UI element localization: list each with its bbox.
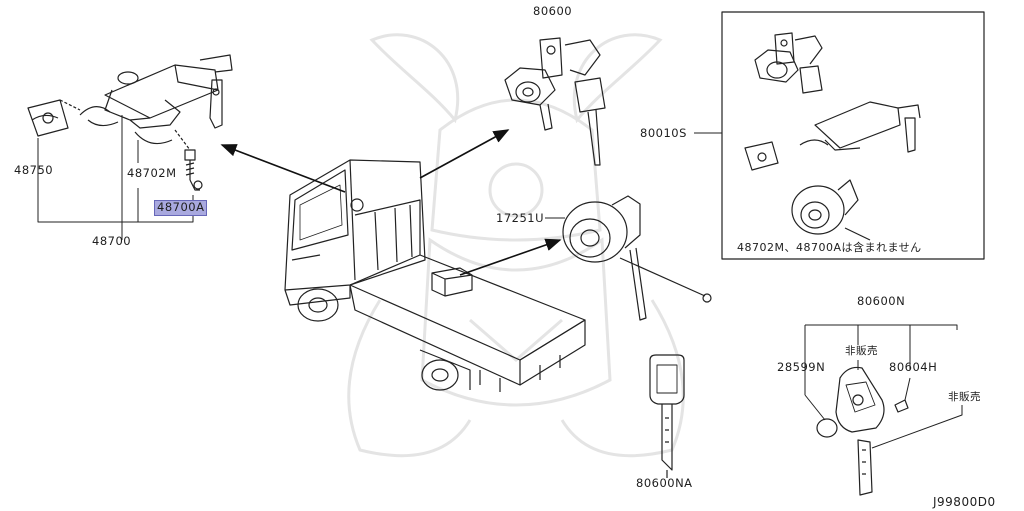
- diagram-code: J99800D0: [933, 495, 996, 509]
- kit-80010S-box: [694, 11, 985, 260]
- label-48700A-highlighted[interactable]: 48700A: [154, 200, 208, 216]
- label-28599N: 28599N: [777, 360, 826, 374]
- pointer-arrows: [220, 129, 562, 276]
- key-set-80600N: [804, 324, 963, 496]
- label-48700: 48700: [92, 234, 132, 248]
- ignition-lock-assembly: [79, 54, 233, 145]
- label-80600N: 80600N: [857, 294, 906, 308]
- label-80600: 80600: [533, 4, 573, 18]
- key-80600NA: [649, 354, 685, 478]
- label-80010S: 80010S: [640, 126, 687, 140]
- truck-illustration: [284, 159, 586, 392]
- label-not-for-sale-2: 非販売: [948, 391, 981, 403]
- label-not-included-note: 48702M、48700Aは含まれません: [737, 241, 922, 254]
- screw-48702M: [174, 129, 203, 191]
- door-lock-80600: [504, 37, 606, 166]
- label-not-for-sale-1: 非販売: [845, 345, 878, 357]
- label-80600NA: 80600NA: [636, 476, 693, 490]
- label-48702M: 48702M: [127, 166, 177, 180]
- label-17251U: 17251U: [496, 211, 545, 225]
- cylinder-48750: [27, 99, 81, 137]
- label-48750: 48750: [14, 163, 54, 177]
- fuel-lock-17251U: [545, 195, 712, 321]
- label-80604H: 80604H: [889, 360, 938, 374]
